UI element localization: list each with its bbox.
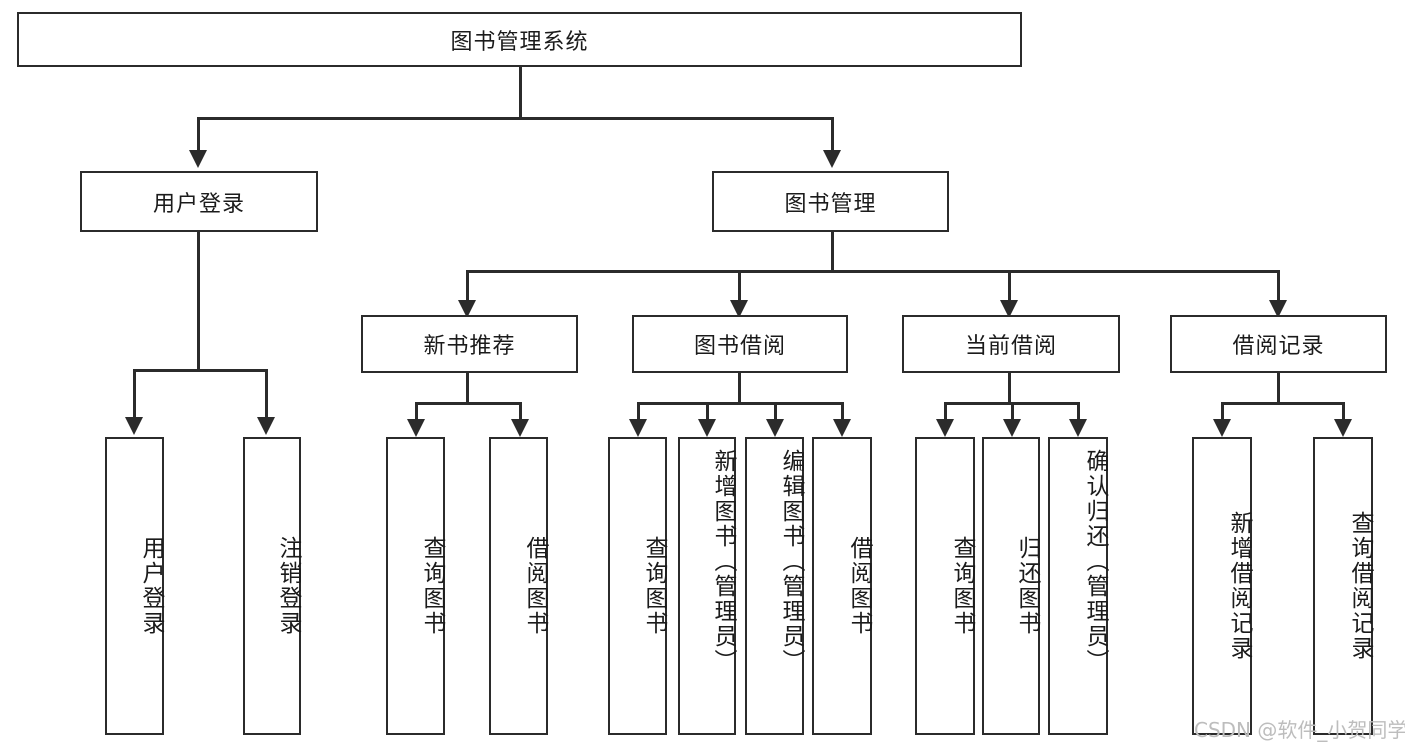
node-leaf-edit-book-admin[interactable]: 编辑图书（管理员）	[745, 437, 804, 735]
connector-bm-to-current-borrow	[1008, 270, 1011, 302]
node-label: 借阅记录	[1232, 334, 1325, 359]
connector-root-stem	[519, 67, 522, 119]
connector-user-login-to-leaf2	[265, 369, 268, 419]
node-label: 归还图书	[1014, 536, 1040, 636]
arrowhead-br-leaf2	[1334, 419, 1352, 437]
arrowhead-bb-leaf1	[629, 419, 647, 437]
node-leaf-borrow-book-1[interactable]: 借阅图书	[489, 437, 548, 735]
arrowhead-br-leaf1	[1213, 419, 1231, 437]
arrowhead-root-to-user-login	[189, 150, 207, 168]
node-label: 新增借阅记录	[1226, 511, 1252, 661]
connector-br-stem	[1277, 373, 1280, 404]
connector-user-login-stem	[197, 232, 200, 372]
arrowhead-bm-borrow-record	[1269, 300, 1287, 318]
node-leaf-borrow-book-2[interactable]: 借阅图书	[812, 437, 872, 735]
node-book-borrow[interactable]: 图书借阅	[632, 315, 848, 373]
connector-bb-stem	[738, 373, 741, 404]
node-current-borrow[interactable]: 当前借阅	[902, 315, 1120, 373]
node-label: 新增图书（管理员）	[710, 449, 736, 674]
connector-bb-to-leaf2	[706, 402, 709, 422]
node-leaf-query-book-2[interactable]: 查询图书	[608, 437, 667, 735]
node-label: 当前借阅	[964, 334, 1057, 359]
arrowhead-user-login-leaf2	[257, 417, 275, 435]
node-label: 用户登录	[138, 536, 164, 636]
connector-br-bus	[1221, 402, 1343, 405]
connector-bb-to-leaf1	[637, 402, 640, 422]
connector-bb-to-leaf3	[774, 402, 777, 422]
connector-cb-to-leaf2	[1011, 402, 1014, 422]
arrowhead-bb-leaf4	[833, 419, 851, 437]
node-label: 借阅图书	[846, 536, 872, 636]
arrowhead-cb-leaf1	[936, 419, 954, 437]
node-leaf-query-book-3[interactable]: 查询图书	[915, 437, 975, 735]
node-label: 编辑图书（管理员）	[778, 449, 804, 674]
connector-book-manage-bus	[466, 270, 1280, 273]
node-label: 确认归还（管理员）	[1082, 449, 1108, 674]
node-label: 图书管理	[784, 191, 877, 217]
arrowhead-cb-leaf2	[1003, 419, 1021, 437]
node-label: 查询图书	[419, 536, 445, 636]
node-label: 图书借阅	[693, 334, 786, 359]
arrowhead-bb-leaf3	[766, 419, 784, 437]
connector-nbr-stem	[466, 373, 469, 404]
arrowhead-nbr-leaf1	[407, 419, 425, 437]
node-label: 用户登录	[152, 191, 245, 217]
connector-nbr-to-leaf2	[519, 402, 522, 422]
node-leaf-add-book-admin[interactable]: 新增图书（管理员）	[678, 437, 736, 735]
arrowhead-user-login-leaf1	[125, 417, 143, 435]
node-book-management-system[interactable]: 图书管理系统	[17, 12, 1022, 67]
node-leaf-query-book-1[interactable]: 查询图书	[386, 437, 445, 735]
node-label: 借阅图书	[522, 536, 548, 636]
connector-nbr-to-leaf1	[415, 402, 418, 422]
node-label: 新书推荐	[423, 334, 516, 359]
connector-bm-to-book-borrow	[738, 270, 741, 302]
arrowhead-bm-current-borrow	[1000, 300, 1018, 318]
arrowhead-nbr-leaf2	[511, 419, 529, 437]
node-label: 图书管理系统	[450, 29, 589, 55]
node-leaf-return-book[interactable]: 归还图书	[982, 437, 1040, 735]
arrowhead-root-to-book-manage	[823, 150, 841, 168]
connector-nbr-bus	[415, 402, 519, 405]
node-label: 查询图书	[641, 536, 667, 636]
connector-user-login-bus	[133, 369, 265, 372]
node-leaf-add-borrow-record[interactable]: 新增借阅记录	[1192, 437, 1252, 735]
connector-root-to-book-manage	[831, 117, 834, 152]
connector-br-to-leaf1	[1221, 402, 1224, 422]
connector-root-bus	[197, 117, 834, 120]
arrowhead-bb-leaf2	[698, 419, 716, 437]
connector-bm-to-borrow-record	[1277, 270, 1280, 302]
connector-cb-to-leaf3	[1077, 402, 1080, 422]
node-borrow-record[interactable]: 借阅记录	[1170, 315, 1387, 373]
node-user-login[interactable]: 用户登录	[80, 171, 318, 232]
node-label: 查询图书	[949, 536, 975, 636]
connector-cb-stem	[1008, 373, 1011, 404]
node-leaf-logout-login[interactable]: 注销登录	[243, 437, 301, 735]
connector-bb-to-leaf4	[841, 402, 844, 422]
node-leaf-query-borrow-record[interactable]: 查询借阅记录	[1313, 437, 1373, 735]
node-label: 查询借阅记录	[1347, 511, 1373, 661]
connector-br-to-leaf2	[1342, 402, 1345, 422]
arrowhead-cb-leaf3	[1069, 419, 1087, 437]
connector-root-to-user-login	[197, 117, 200, 152]
node-book-manage[interactable]: 图书管理	[712, 171, 949, 232]
arrowhead-bm-book-borrow	[730, 300, 748, 318]
connector-cb-to-leaf1	[944, 402, 947, 422]
connector-bm-to-new-book	[466, 270, 469, 302]
connector-book-manage-stem	[831, 232, 834, 272]
arrowhead-bm-new-book	[458, 300, 476, 318]
node-new-book-recommend[interactable]: 新书推荐	[361, 315, 578, 373]
connector-user-login-to-leaf1	[133, 369, 136, 419]
node-label: 注销登录	[275, 536, 301, 636]
node-leaf-confirm-return-admin[interactable]: 确认归还（管理员）	[1048, 437, 1108, 735]
connector-bb-bus	[637, 402, 843, 405]
node-leaf-user-login[interactable]: 用户登录	[105, 437, 164, 735]
